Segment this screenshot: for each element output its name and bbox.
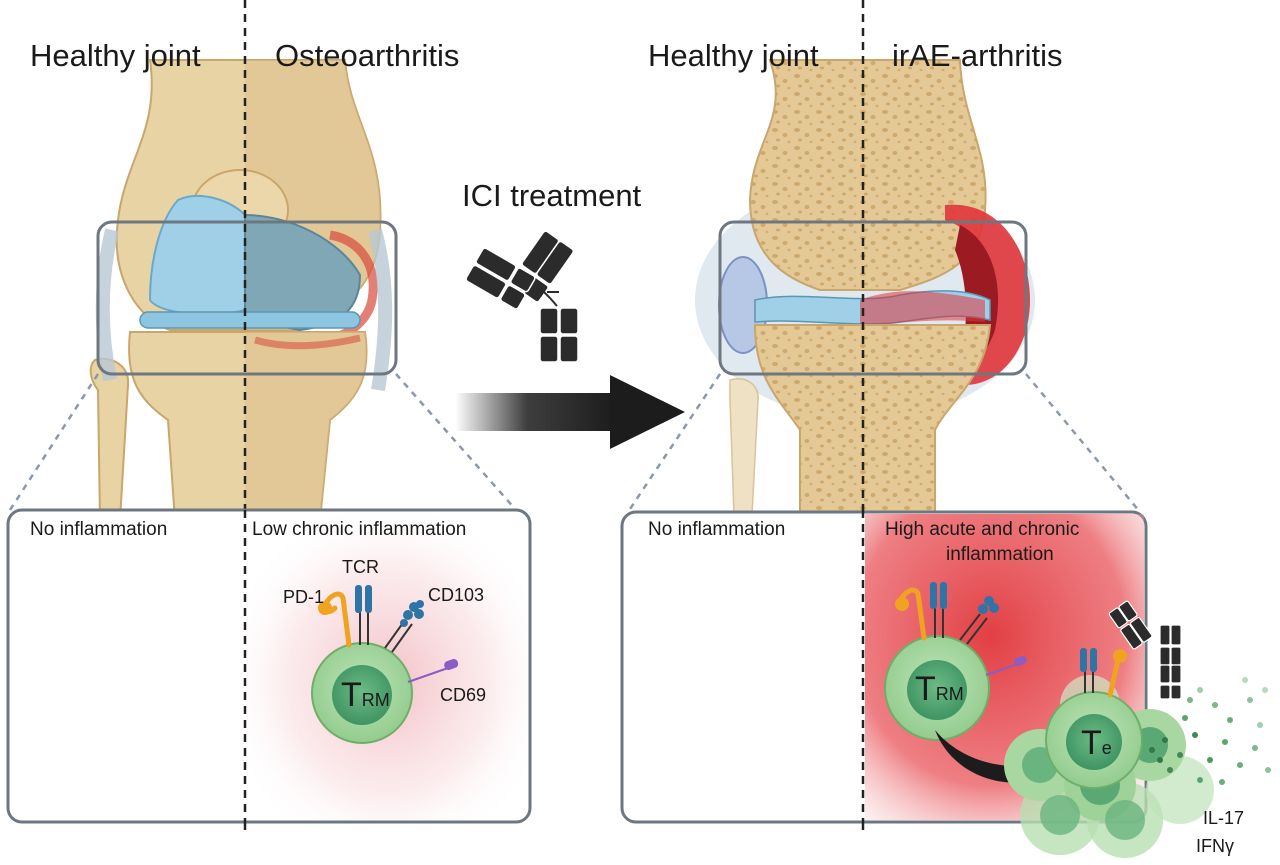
left-cd69-receptor bbox=[444, 658, 459, 670]
left-zoom-frame bbox=[96, 220, 398, 376]
tcr-label: TCR bbox=[342, 557, 379, 577]
right-disease-inflammation-label-line1: High acute and chronic bbox=[885, 519, 1080, 540]
left-trm-letter: T bbox=[341, 676, 362, 714]
effector-subscript: e bbox=[1101, 738, 1112, 758]
left-disease-inflammation-label: Low chronic inflammation bbox=[252, 519, 467, 540]
left-meniscus bbox=[139, 311, 361, 329]
treatment-arrow bbox=[455, 375, 685, 449]
right-inflamed-synovium bbox=[945, 204, 1030, 385]
header-left-disease: Osteoarthritis bbox=[275, 38, 460, 73]
ici-antibody-icon bbox=[465, 230, 579, 363]
right-trm-cell bbox=[884, 582, 1027, 741]
right-tibia bbox=[753, 324, 992, 516]
cd69-label: CD69 bbox=[440, 685, 487, 705]
treatment-label: ICI treatment bbox=[462, 178, 642, 213]
left-tcr-receptor bbox=[355, 585, 372, 645]
left-fibula bbox=[89, 357, 130, 521]
left-detail-panel bbox=[6, 508, 532, 824]
header-right-healthy: Healthy joint bbox=[648, 38, 819, 73]
right-fibula bbox=[729, 378, 759, 516]
cytokine-ifng-label: IFNγ bbox=[1196, 836, 1234, 856]
pd1-label: PD-1 bbox=[283, 587, 325, 607]
right-trm-subscript: RM bbox=[935, 684, 964, 704]
cytokine-il17-label: IL-17 bbox=[1203, 808, 1245, 828]
effector-cell-label: Te bbox=[1081, 724, 1112, 763]
right-disease-inflammation-label-line2: inflammation bbox=[946, 544, 1054, 565]
cytokine-release bbox=[1149, 677, 1271, 785]
right-trm-letter: T bbox=[915, 670, 936, 708]
right-healthy-inflammation-label: No inflammation bbox=[648, 519, 786, 540]
right-femur bbox=[748, 59, 987, 291]
header-right-disease: irAE-arthritis bbox=[892, 38, 1063, 73]
effector-cell-cluster bbox=[1004, 600, 1214, 858]
left-healthy-inflammation-label: No inflammation bbox=[30, 519, 168, 540]
right-zoom-frame bbox=[718, 220, 1028, 376]
header-left-healthy: Healthy joint bbox=[30, 38, 201, 73]
cd103-label: CD103 bbox=[428, 585, 485, 605]
left-cd103-receptor bbox=[384, 600, 424, 653]
left-trm-cell bbox=[311, 585, 459, 744]
left-trm-cell-label: TRM bbox=[341, 676, 390, 715]
left-trm-subscript: RM bbox=[361, 690, 390, 710]
effector-letter: T bbox=[1081, 724, 1102, 762]
left-knee-illustration bbox=[89, 59, 393, 521]
right-trm-cell-label: TRM bbox=[915, 670, 964, 709]
right-knee-illustration bbox=[695, 59, 1035, 516]
